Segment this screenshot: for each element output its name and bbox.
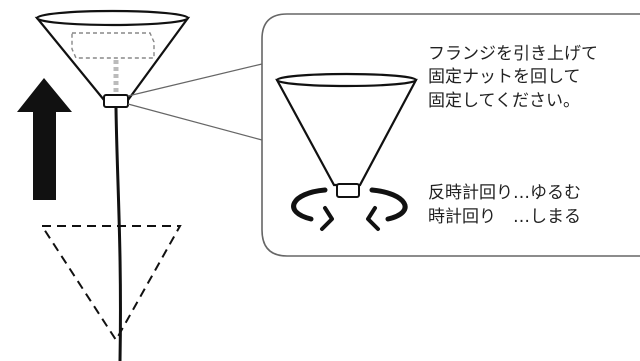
enlarged-flange [336,183,360,198]
rotation-ccw-text: 反時計回り…ゆるむ [428,183,581,203]
leader-line-lower [127,103,263,141]
pendant-shade-icon [34,9,191,361]
lowered-shade-outline [40,225,182,342]
instruction-line-3: 固定してください。 [428,91,580,111]
cord [114,107,122,361]
instruction-line-1: フランジを引き上げて [428,44,598,64]
flange [103,94,129,108]
leader-line-upper [127,63,263,97]
up-arrow-icon [17,78,72,200]
instruction-line-2: 固定ナットを回して [428,67,581,87]
rotation-arrow-icon [291,187,408,231]
enlarged-shade-icon [275,72,418,198]
rotation-cw-text: 時計回り …しまる [428,207,581,227]
